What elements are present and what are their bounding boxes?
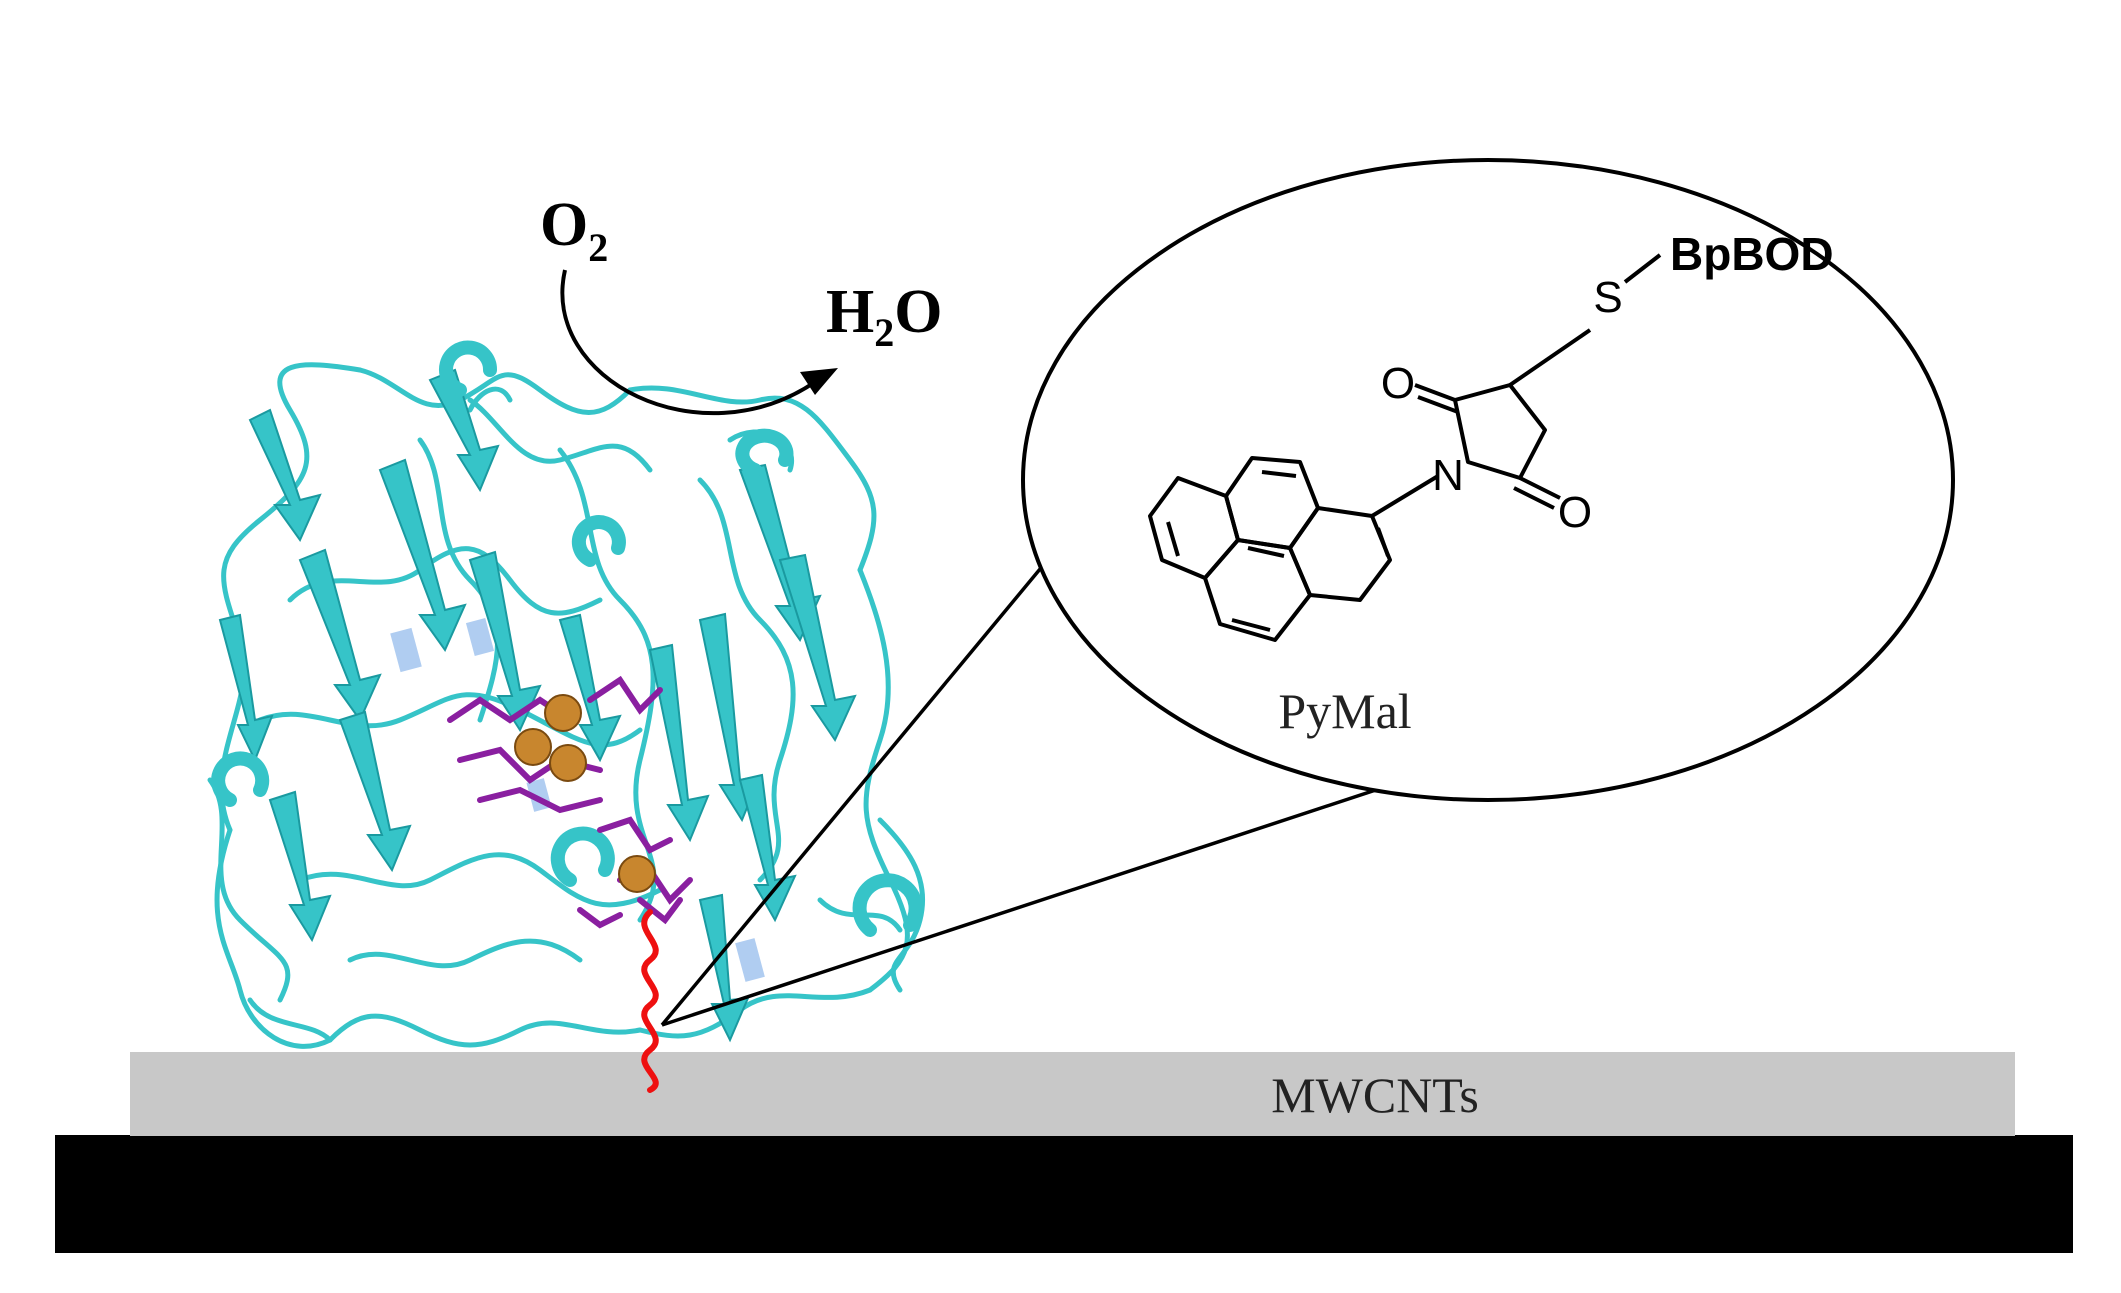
reaction-arrow bbox=[560, 269, 817, 416]
electrode-base bbox=[55, 1135, 2073, 1253]
copper-sphere-icon bbox=[514, 728, 552, 766]
pymal-structure bbox=[1148, 253, 1662, 642]
zoom-ellipse bbox=[1021, 158, 1955, 802]
reactant-label: O2 bbox=[540, 191, 608, 270]
nitrogen-label: N bbox=[1432, 451, 1464, 500]
oxygen-upper-label: O bbox=[1381, 359, 1415, 408]
wavy-linker-icon bbox=[641, 909, 659, 1093]
product-label: H2O bbox=[826, 278, 942, 355]
mwcnt-label: MWCNTs bbox=[1271, 1067, 1479, 1123]
enzyme-label: BpBOD bbox=[1670, 228, 1834, 280]
copper-sphere-icon bbox=[544, 694, 582, 732]
oxygen-lower-label: O bbox=[1558, 488, 1592, 537]
copper-sphere-icon bbox=[549, 744, 587, 782]
zoom-line-lower bbox=[661, 780, 1401, 1027]
copper-atoms bbox=[514, 694, 656, 893]
mwcnt-layer bbox=[130, 1052, 2015, 1136]
sulfur-label: S bbox=[1593, 273, 1622, 322]
pymal-label: PyMal bbox=[1278, 683, 1411, 739]
zoom-line-upper bbox=[660, 555, 1052, 1027]
protein-helices bbox=[211, 340, 923, 937]
protein-beta-sheets bbox=[218, 368, 857, 1043]
copper-sphere-icon bbox=[618, 855, 656, 893]
reaction-arrowhead-icon bbox=[800, 368, 838, 395]
